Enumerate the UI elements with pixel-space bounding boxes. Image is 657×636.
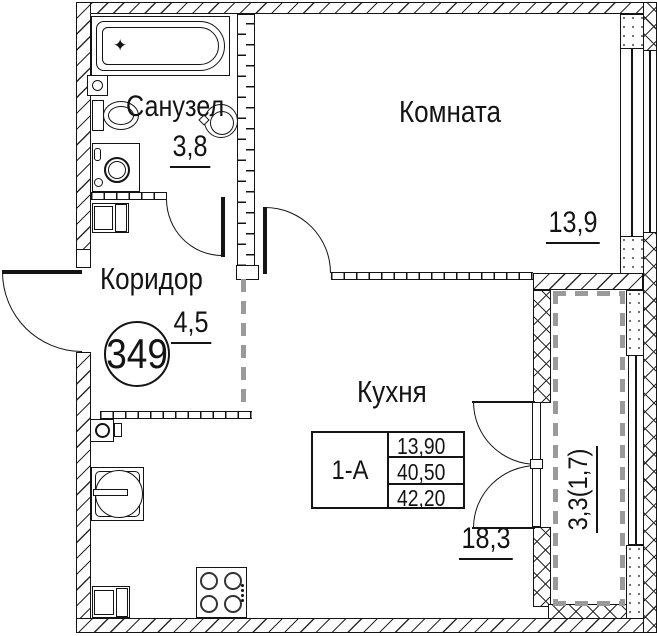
- unit-type-cell: 1-А: [313, 433, 389, 507]
- toilet-bowl-inner: [108, 106, 134, 125]
- table-value-1: 13,90: [397, 433, 446, 459]
- wall-balcony-left-bottom: [533, 527, 551, 607]
- bathroom-door-leaf: [221, 197, 225, 257]
- bathtub-basin: [102, 27, 219, 65]
- wall-balcony-bottom: [548, 604, 643, 619]
- bathroom-riser-circle: [92, 80, 103, 91]
- apartment-number-badge: 349: [104, 321, 170, 387]
- kitchen-label: Кухня: [357, 374, 427, 409]
- washing-machine-door-inner: [108, 161, 126, 179]
- pier-balcony-bottom: [626, 545, 644, 619]
- stove-knob-4: [241, 599, 244, 602]
- window-balcony: [628, 355, 644, 545]
- balcony-boundary-left: [553, 291, 558, 606]
- table-value-2: 40,50: [397, 459, 446, 485]
- wall-left-door-jamb: [76, 249, 91, 268]
- stove-burner-3: [200, 595, 218, 613]
- washing-machine-knob: [94, 178, 103, 187]
- window-right-strip: [643, 50, 657, 233]
- kitchen-riser-bracket: [114, 423, 122, 437]
- balcony-boundary-top: [553, 291, 625, 296]
- bathroom-door-swing-arc: [166, 199, 222, 256]
- entrance-door-swing-arc: [2, 272, 82, 352]
- corridor-kitchen-dashed-line: [241, 279, 246, 411]
- washing-machine-panel: [94, 148, 101, 161]
- stove-knob-3: [241, 594, 244, 597]
- apartment-number: 349: [106, 330, 168, 377]
- balcony-door-upper-swing-arc: [473, 402, 537, 465]
- kitchen-sink-tap: [93, 489, 128, 496]
- bathroom-area: 3,8: [170, 130, 218, 168]
- partition-room: [331, 272, 533, 280]
- table-row-divider-2: [389, 482, 465, 485]
- kitchen-area: 18,3: [459, 522, 523, 560]
- pier-balcony-top: [626, 290, 644, 356]
- washbasin-inner: [210, 111, 234, 135]
- wall-top: [76, 2, 657, 14]
- wall-bathroom-right-cap: [236, 265, 259, 280]
- stove-knob-1: [241, 584, 244, 587]
- balcony-boundary-bottom: [553, 601, 625, 606]
- room-door-swing-arc: [265, 207, 331, 273]
- corridor-cabinet-right-door: [115, 204, 127, 232]
- table-row-divider-1: [389, 456, 465, 459]
- stove-knob-2: [241, 589, 244, 592]
- wall-balcony-left-top: [533, 290, 551, 403]
- bathtub-faucet-icon: ✦: [113, 36, 128, 56]
- balcony-door-mullion: [530, 459, 543, 469]
- partition-kitchen: [100, 411, 252, 419]
- wall-room-bottom: [533, 273, 643, 290]
- kitchen-cabinet-right-door: [116, 588, 128, 617]
- stove-burner-4: [224, 595, 242, 613]
- corridor-cabinet-left-door: [94, 206, 113, 230]
- kitchen-riser-circle: [95, 423, 110, 438]
- wall-left-lower: [76, 352, 91, 633]
- corridor-label: Коридор: [100, 261, 203, 296]
- balcony-door-lower-swing-arc: [473, 465, 537, 528]
- wall-left-upper: [76, 2, 91, 268]
- bathroom-label: Санузел: [126, 90, 225, 123]
- pier-room-top: [620, 14, 644, 50]
- corridor-area: 4,5: [171, 306, 219, 344]
- living-room-label: Комната: [399, 94, 501, 129]
- balcony-door-lower-leaf: [532, 468, 541, 527]
- window-room: [620, 48, 644, 238]
- wall-bottom: [76, 618, 657, 633]
- stove-burner-1: [200, 572, 218, 590]
- pier-room-bottom: [620, 236, 644, 274]
- balcony-door-upper-leaf: [532, 402, 541, 461]
- unit-info-table: 1-А 13,90 40,50 42,20: [311, 431, 465, 511]
- stove-burner-2: [224, 572, 242, 590]
- balcony-area: 3,3(1,7): [563, 426, 598, 552]
- table-value-3: 42,20: [397, 485, 446, 511]
- wall-bathroom-right: [237, 14, 255, 267]
- partition-bathroom: [91, 192, 167, 200]
- living-room-area: 13,9: [546, 206, 610, 244]
- balcony-boundary-right: [620, 291, 625, 606]
- kitchen-cabinet-left-door: [94, 590, 114, 615]
